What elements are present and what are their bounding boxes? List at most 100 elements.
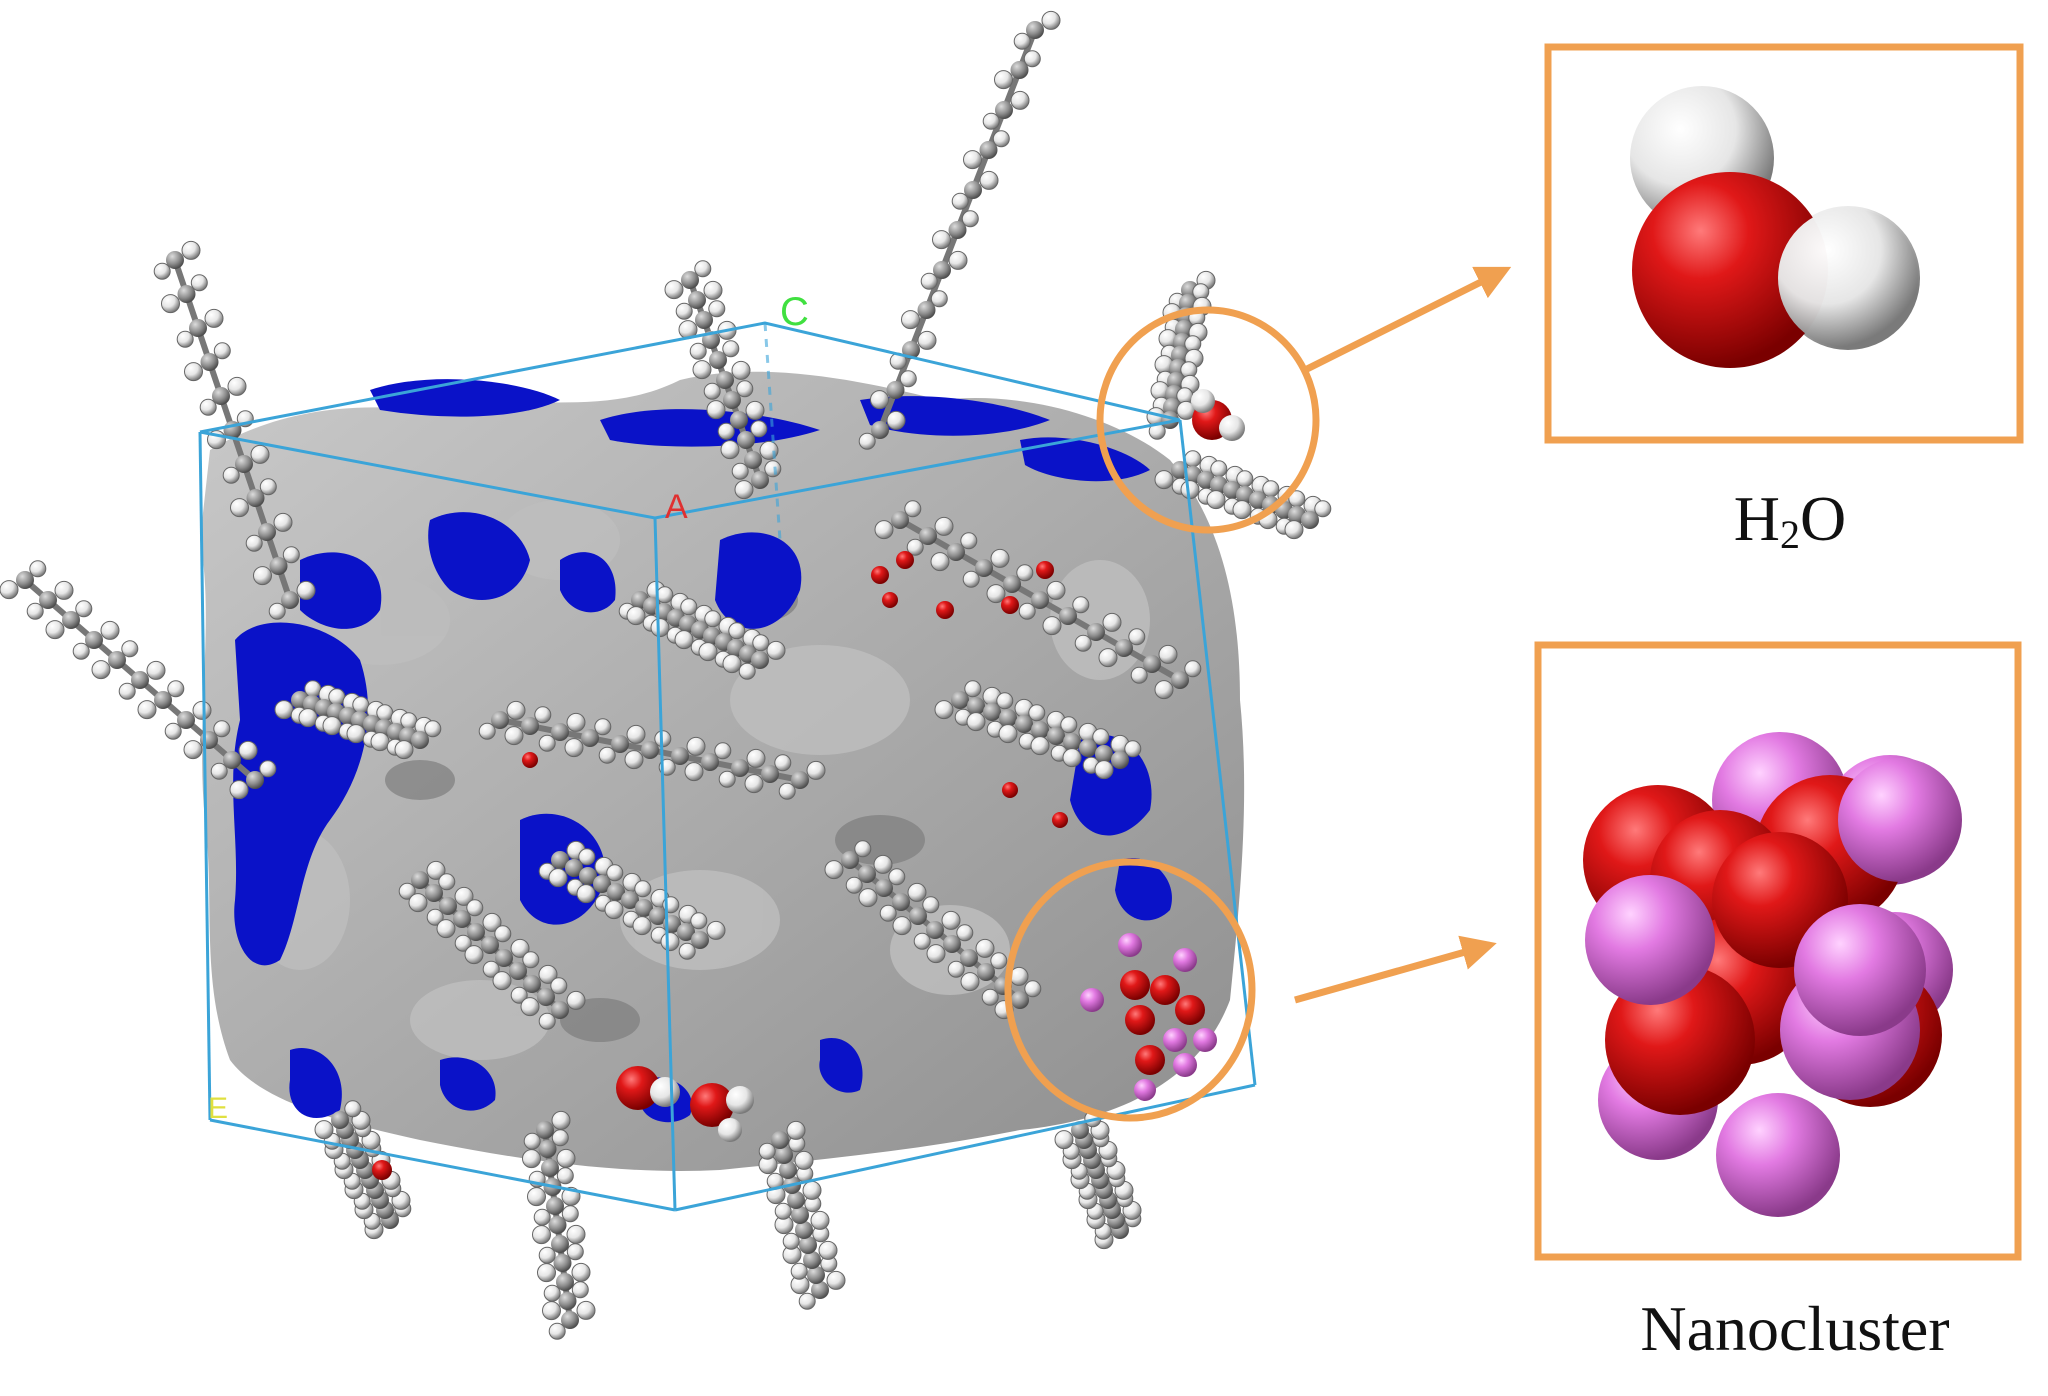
carbon-atom bbox=[960, 949, 978, 967]
hydrogen-atom bbox=[153, 262, 171, 280]
carbon-atom bbox=[744, 451, 762, 469]
hydrogen-atom bbox=[210, 762, 228, 780]
carbon-atom bbox=[212, 387, 230, 405]
hydrogen-atom bbox=[845, 876, 863, 894]
carbon-atom bbox=[85, 631, 103, 649]
hydrogen-atom bbox=[538, 1246, 556, 1264]
hydrogen-atom bbox=[29, 560, 47, 578]
hydrogen-atom bbox=[566, 990, 586, 1010]
hydrogen-atom bbox=[75, 600, 93, 618]
carbon-atom bbox=[536, 1121, 554, 1139]
hydrogen-atom bbox=[962, 570, 980, 588]
carbon-atom bbox=[551, 851, 569, 869]
hydrogen-atom bbox=[675, 302, 693, 320]
carbon-atom bbox=[677, 923, 695, 941]
hydrogen-atom bbox=[818, 1240, 838, 1260]
carbon-atom bbox=[995, 101, 1013, 119]
hydrogen-atom bbox=[1042, 616, 1062, 636]
hydrogen-atom bbox=[632, 916, 652, 936]
hydrogen-atom bbox=[1284, 520, 1304, 540]
hydrogen-atom bbox=[100, 620, 120, 640]
hydrogen-atom bbox=[222, 466, 240, 484]
hydrogen-atom bbox=[746, 748, 766, 768]
hydrogen-atom bbox=[1124, 740, 1142, 758]
hydrogen-atom bbox=[238, 740, 258, 760]
hydrogen-atom bbox=[376, 704, 394, 722]
hydrogen-atom bbox=[466, 899, 484, 917]
hydrogen-atom bbox=[734, 480, 754, 500]
hydrogen-atom bbox=[561, 1205, 579, 1223]
hydrogen-atom bbox=[1236, 470, 1254, 488]
hydrogen-atom bbox=[478, 722, 496, 740]
hydrogen-atom bbox=[728, 622, 746, 640]
hydrogen-atom bbox=[963, 150, 982, 170]
hydrogen-atom bbox=[692, 360, 712, 380]
hydrogen-atom bbox=[1154, 680, 1174, 700]
hydrogen-atom bbox=[926, 944, 946, 964]
hydrogen-atom bbox=[722, 654, 742, 674]
hydrogen-atom bbox=[982, 112, 1000, 130]
hydrogen-atom bbox=[961, 210, 979, 228]
carbon-atom bbox=[548, 1216, 567, 1234]
carbon-atom bbox=[926, 921, 944, 939]
hydrogen-atom bbox=[930, 290, 948, 308]
hydrogen-atom bbox=[899, 370, 917, 388]
hydrogen-atom bbox=[282, 546, 300, 564]
hydrogen-atom bbox=[920, 272, 938, 290]
hydrogen-atom bbox=[706, 400, 726, 420]
hydrogen-atom bbox=[504, 726, 524, 746]
carbon-atom bbox=[964, 181, 982, 199]
hydrogen-atom bbox=[571, 1281, 589, 1299]
carbon-atom bbox=[701, 753, 719, 771]
carbon-atom bbox=[62, 611, 80, 629]
hydrogen-atom bbox=[1130, 666, 1148, 684]
hydrogen-atom bbox=[296, 580, 316, 600]
water-caption: H2O bbox=[1640, 482, 1940, 558]
hydrogen-atom bbox=[1102, 612, 1122, 632]
carbon-atom bbox=[775, 1146, 793, 1164]
hydrogen-atom bbox=[304, 680, 322, 698]
carbon-atom bbox=[841, 851, 859, 869]
carbon-atom bbox=[803, 1251, 821, 1269]
carbon-atom bbox=[1047, 727, 1065, 745]
hydrogen-atom bbox=[1062, 748, 1082, 768]
water-caption-subscript: 2 bbox=[1780, 512, 1800, 557]
carbon-atom bbox=[579, 867, 597, 885]
hydrogen-atom bbox=[1016, 564, 1034, 582]
carbon-atom bbox=[902, 341, 920, 359]
carbon-atom bbox=[933, 261, 951, 279]
hydrogen-atom bbox=[798, 1292, 816, 1310]
carbon-atom bbox=[558, 1292, 577, 1310]
water-callout bbox=[1096, 266, 1512, 534]
carbon-atom bbox=[521, 717, 539, 735]
hydrogen-atom bbox=[718, 770, 736, 788]
hydrogen-atom bbox=[951, 192, 969, 210]
carbon-atom bbox=[551, 1001, 569, 1019]
carbon-atom bbox=[771, 1131, 789, 1149]
oxygen-atoms-small bbox=[871, 551, 1068, 828]
carbon-atom bbox=[1010, 61, 1029, 79]
hydrogen-atom bbox=[454, 934, 472, 952]
hydrogen-atom bbox=[344, 1100, 362, 1118]
carbon-atom bbox=[983, 703, 1001, 721]
carbon-atom bbox=[131, 671, 149, 689]
hydrogen-atom bbox=[689, 342, 707, 360]
hydrogen-atom bbox=[571, 1262, 591, 1282]
hydrogen-atom bbox=[181, 240, 201, 260]
hydrogen-atom bbox=[606, 864, 624, 882]
carbon-atom bbox=[1111, 751, 1129, 769]
carbon-atom bbox=[909, 907, 927, 925]
hydrogen-atom bbox=[992, 130, 1010, 148]
hydrogen-atom bbox=[624, 750, 644, 770]
hydrogen-atom bbox=[1098, 648, 1118, 668]
carbon-atom bbox=[649, 907, 667, 925]
hydrogen-atom bbox=[750, 420, 768, 438]
carbon-atom bbox=[681, 271, 699, 289]
carbon-atom bbox=[556, 1273, 574, 1291]
carbon-atom bbox=[751, 651, 769, 669]
hydrogen-atom bbox=[1094, 760, 1114, 780]
carbon-atom bbox=[723, 391, 741, 409]
carbon-atom bbox=[269, 557, 288, 575]
hydrogen-atom bbox=[259, 760, 277, 778]
hydrogen-atom bbox=[996, 692, 1014, 710]
